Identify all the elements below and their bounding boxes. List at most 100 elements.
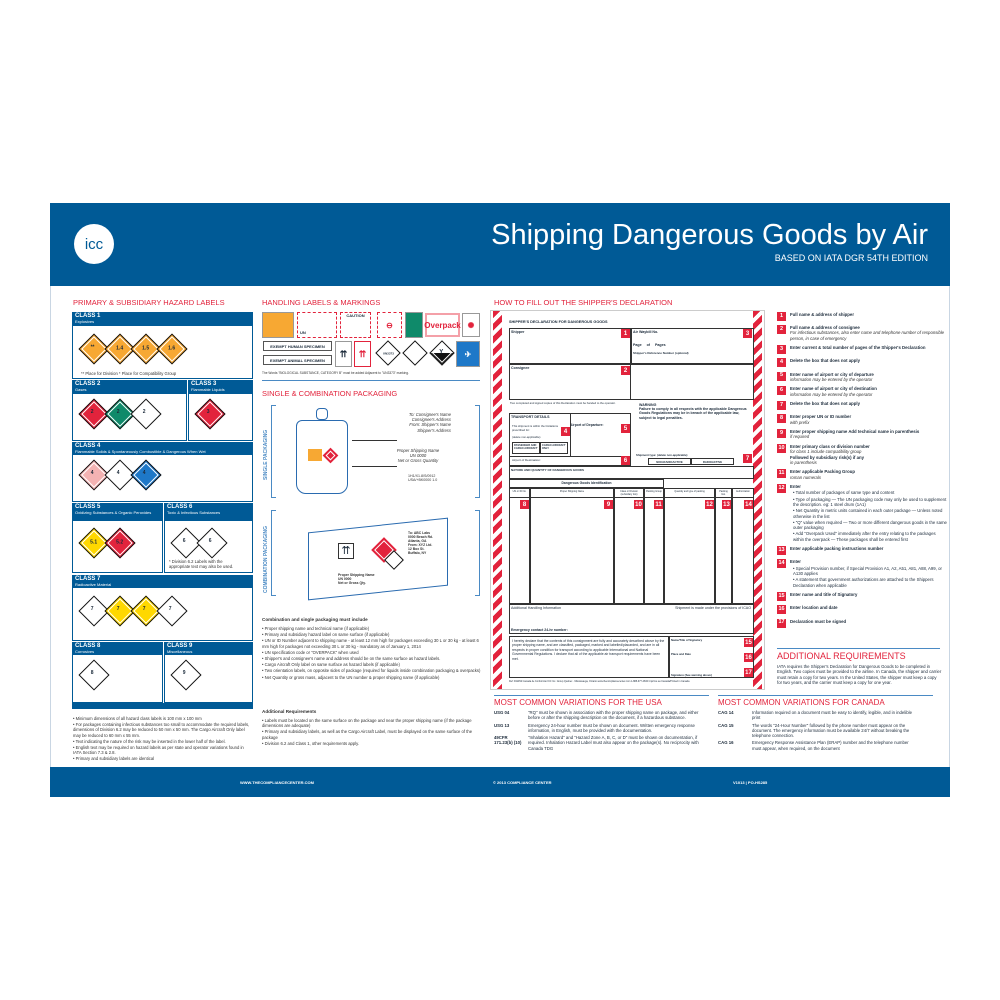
class-description: Corrosives — [75, 649, 95, 654]
additional-requirements-heading: ADDITIONAL REQUIREMENTS — [777, 651, 906, 661]
cryogenic-label: ⊖ — [377, 312, 402, 338]
passenger-cargo-option[interactable]: PASSENGER AND CARGO AIRCRAFT — [512, 442, 540, 454]
variation-code: CAG 16 — [718, 740, 734, 746]
class-description: Flammable Liquids — [191, 387, 225, 392]
field-number: 10 — [634, 500, 643, 509]
radioactive-option[interactable]: RADIOACTIVE — [691, 458, 734, 465]
instruction-main: Enter applicable packing instructions nu… — [790, 546, 884, 552]
limited-quantity-un-label: UN — [297, 312, 337, 338]
instruction-text: Enter location and date — [790, 605, 838, 614]
instruction-number: 8 — [777, 414, 786, 424]
class-name: CLASS 9 — [167, 643, 193, 649]
hazard-label-number: ** — [90, 344, 95, 351]
instruction-main: Delete the box that does not apply — [790, 401, 860, 407]
instruction-detail: if required — [790, 434, 810, 440]
leader-line — [352, 440, 397, 441]
instruction-number: 9 — [777, 429, 786, 439]
divider — [718, 695, 933, 696]
field-number: 13 — [722, 500, 731, 509]
instruction-sublist: Special Provision number, if Special Pro… — [793, 566, 947, 588]
un-text: UN — [300, 330, 306, 335]
consignee-field[interactable]: Consignee — [509, 364, 631, 400]
variation-code: USG 13 — [494, 722, 510, 728]
form-footer: Ref: DGR92 Canada de Conformité ICC Inc.… — [509, 680, 690, 683]
class-name: CLASS 5 — [75, 504, 101, 510]
list-item: UN or ID Number adjacent to shipping nam… — [262, 638, 482, 648]
field-number: 9 — [604, 500, 613, 509]
instruction-main: Enter — [790, 484, 801, 490]
additional-handling-field[interactable]: Additional Handling Information Shipment… — [509, 604, 754, 634]
single-bracket-right — [475, 405, 480, 498]
table-column-header: Packing Inst. — [715, 488, 732, 498]
instruction-subitem: Add "Overpack Used" immediately after th… — [793, 531, 947, 542]
shipper-field[interactable]: Shipper — [509, 328, 631, 364]
caution-text: CAUTION — [346, 313, 365, 318]
instruction-item: 15 Enter name and title of Signatory — [777, 592, 947, 602]
hazard-label-diamond: 2 — [130, 397, 162, 430]
instruction-text: Declaration must be signed — [790, 619, 846, 628]
list-item: Two orientation labels, on opposite side… — [262, 668, 482, 673]
class-name: CLASS 7 — [75, 576, 101, 582]
list-item: Net Quantity or gross mass, adjacent to … — [262, 675, 482, 680]
instruction-detail: information may be entered by the operat… — [790, 376, 873, 382]
instruction-text: Enter name and title of Signatory — [790, 592, 857, 601]
non-radioactive-option[interactable]: NON-RADIOACTIVE — [648, 458, 691, 465]
class-name: CLASS 6 — [167, 504, 193, 510]
table-column — [732, 498, 754, 604]
divider — [262, 380, 480, 381]
consignee-right-blank — [631, 364, 754, 400]
field-number: 12 — [705, 500, 714, 509]
exempt-animal-specimen-label: EXEMPT ANIMAL SPECIMEN — [263, 355, 332, 365]
usa-variations-title: MOST COMMON VARIATIONS FOR THE USA — [494, 698, 662, 707]
variation-code: 49CFR 171.23(b) (10) — [494, 735, 522, 746]
additional-requirements-text: IATA requires the Shipper's Declaration … — [777, 664, 942, 685]
table-column-header: Quantity and type of packing — [664, 488, 715, 498]
air-waybill-field[interactable]: Air Waybill No. Page of Pages Shipper's … — [631, 328, 754, 364]
destination-field[interactable]: Airport of Destination: — [512, 458, 541, 462]
nature-quantity-header: NATURE AND QUANTITY OF DANGEROUS GOODS — [509, 466, 754, 479]
combination-packaging-label: COMBINATION PACKAGING — [263, 525, 269, 593]
signatory-block[interactable]: Name/Title of Signatory Place and Date S… — [669, 636, 754, 678]
website-link[interactable]: WWW.THECOMPLIANCECENTER.COM — [240, 780, 314, 785]
table-column-header: UN or ID No. — [509, 488, 530, 498]
canada-variations-title: MOST COMMON VARIATIONS FOR CANADA — [718, 698, 885, 707]
identification-header: Dangerous Goods Identification — [509, 479, 664, 488]
radioactive-heat-label: ✺ — [462, 313, 480, 337]
variation-code: CAG 15 — [718, 722, 734, 728]
hazard-label-number: 1.6 — [168, 345, 176, 352]
list-item: Shipper's and consignee's name and addre… — [262, 656, 482, 661]
instruction-number: 15 — [777, 592, 786, 602]
class-description: Gases — [75, 387, 87, 392]
hazard-label-number: 5.2 — [116, 539, 124, 546]
cargo-only-option[interactable]: CARGO AIRCRAFT ONLY — [540, 442, 568, 454]
variation-row: USG 04"RQ" must be shown in association … — [494, 710, 709, 721]
keep-away-from-heat-label — [405, 312, 423, 338]
additional-requirements-list: Labels must be located on the same surfa… — [262, 718, 482, 747]
combo-bracket — [271, 510, 276, 596]
class-name: CLASS 1 — [75, 313, 101, 319]
hazard-label-diamond: 8 — [78, 659, 110, 691]
departure-field[interactable]: Airport of Departure: — [570, 423, 604, 427]
instruction-main: Declaration must be signed — [790, 618, 847, 624]
divider — [777, 648, 940, 649]
table-column — [530, 498, 614, 604]
instruction-subitem: Total number of packages of same type an… — [793, 490, 947, 495]
hazard-label-number: 7 — [116, 605, 120, 612]
instruction-text: EnterTotal number of packages of same ty… — [790, 484, 947, 542]
hazard-label-number: 7 — [142, 605, 146, 612]
